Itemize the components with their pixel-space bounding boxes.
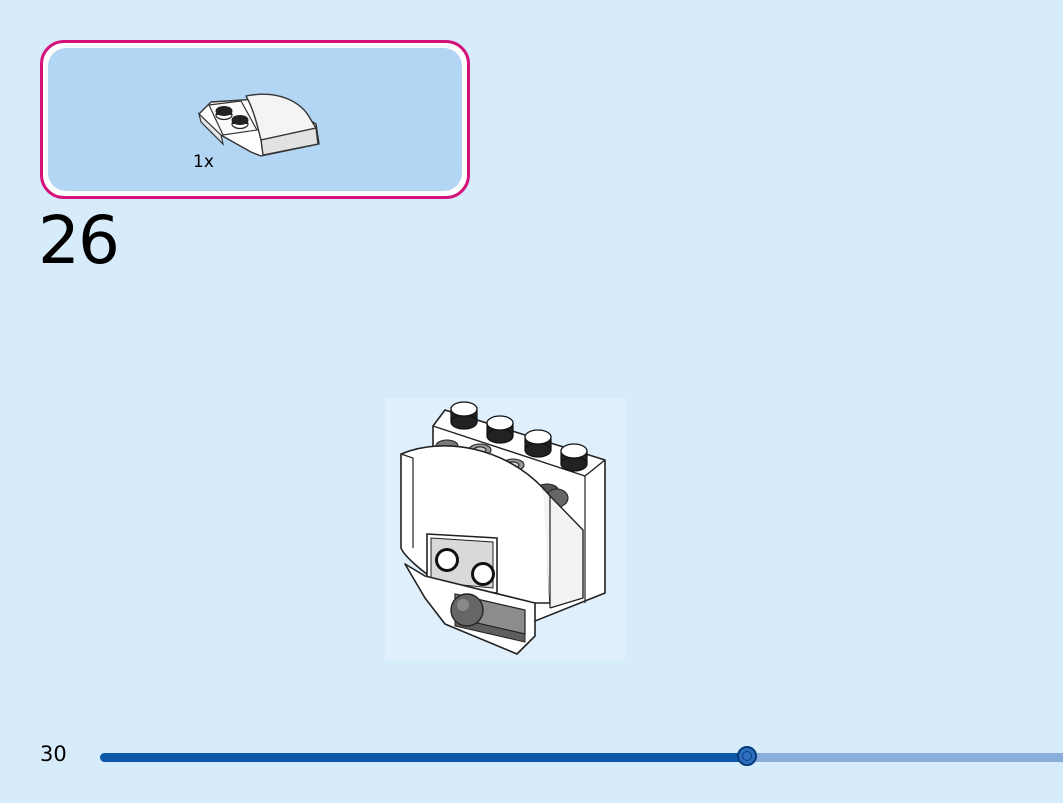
step-number: 26	[38, 202, 120, 279]
curved-slope-brick-icon	[197, 93, 320, 157]
progress-track	[100, 753, 1063, 762]
parts-callout-panel: 1x	[48, 48, 462, 191]
progress-handle-icon	[737, 746, 757, 766]
assembled-model-illustration	[385, 398, 625, 660]
parts-callout: 1x	[40, 40, 470, 199]
page-number: 30	[40, 742, 67, 766]
progress-fill	[100, 753, 747, 762]
part-quantity: 1x	[193, 152, 214, 172]
